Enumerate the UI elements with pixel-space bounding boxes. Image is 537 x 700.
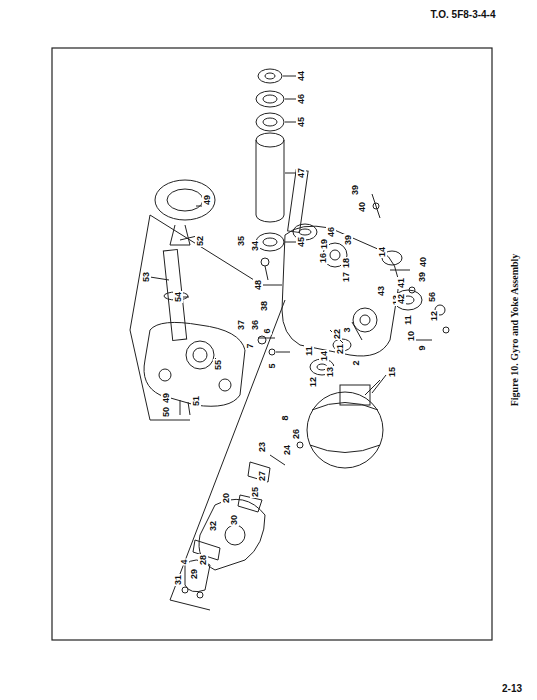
callout-number: 48 (253, 279, 263, 291)
callout-number: 9 (417, 344, 427, 351)
callout-number: 37 (236, 319, 246, 331)
callout-number: 50 (161, 406, 171, 418)
callout-number: 16 (318, 252, 328, 264)
callout-number: 15 (387, 366, 397, 378)
callout-number: 47 (296, 167, 306, 179)
callout-number: 36 (250, 319, 260, 331)
callout-number: 46 (326, 226, 336, 238)
callout-number: 10 (406, 330, 416, 342)
callout-number: 32 (208, 520, 218, 532)
callout-number: 27 (257, 470, 267, 482)
callout-number: 4 (179, 558, 189, 565)
callout-number: 38 (259, 300, 269, 312)
callout-number: 41 (396, 277, 406, 289)
callout-number: 54 (173, 291, 183, 303)
callout-number: 45 (296, 236, 306, 248)
callout-number: 12 (308, 376, 318, 388)
callout-number: 12 (429, 310, 439, 322)
callout-number: 18 (341, 257, 351, 269)
page-marking: 2-13 (502, 683, 522, 694)
callout-number: 14 (319, 350, 329, 362)
callout-number: 11 (403, 314, 413, 326)
callout-number: 31 (173, 574, 183, 586)
callout-number: 40 (418, 256, 428, 268)
callout-number: 30 (229, 514, 239, 526)
callout-number: 42 (396, 293, 406, 305)
callout-number: 24 (282, 444, 292, 456)
callout-number: 28 (198, 554, 208, 566)
callout-number: 56 (427, 291, 437, 303)
callout-number: 6 (262, 327, 272, 334)
callout-number: 29 (189, 568, 199, 580)
callout-number: 25 (250, 486, 260, 498)
figure-caption: Figure 10. Gyro and Yoke Assembly (509, 252, 520, 409)
callout-number: 13 (325, 366, 335, 378)
callout-number: 19 (319, 238, 329, 250)
page-marking: T.O. 5F8-3-4-4 (430, 9, 495, 20)
callout-number: 21 (335, 343, 345, 355)
callout-number: 35 (236, 235, 246, 247)
callout-number: 8 (280, 414, 290, 421)
callout-number: 51 (191, 395, 201, 407)
callout-number: 49 (202, 194, 212, 206)
callout-number: 55 (213, 359, 223, 371)
callout-number: 23 (257, 441, 267, 453)
callout-number: 46 (296, 93, 306, 105)
callout-number: 11 (304, 345, 314, 357)
callout-number: 39 (417, 271, 427, 283)
callout-number: 22 (332, 328, 342, 340)
callout-number: 26 (291, 428, 301, 440)
callout-number: 14 (377, 246, 387, 258)
callout-number: 40 (357, 201, 367, 213)
callout-number: 5 (267, 362, 277, 369)
callout-number: 2 (351, 359, 361, 366)
callout-number: 43 (376, 285, 386, 297)
callout-number: 52 (195, 235, 205, 247)
callout-number: 49 (161, 392, 171, 404)
callout-number: 7 (245, 342, 255, 349)
callout-number: 3 (342, 326, 352, 333)
callout-number: 39 (350, 184, 360, 196)
callout-number: 45 (296, 116, 306, 128)
callout-number: 39 (343, 234, 353, 246)
callout-number: 20 (221, 492, 231, 504)
callout-number: 34 (250, 240, 260, 252)
callout-number: 17 (341, 271, 351, 283)
callout-number: 53 (141, 271, 151, 283)
callout-number: 44 (296, 70, 306, 82)
